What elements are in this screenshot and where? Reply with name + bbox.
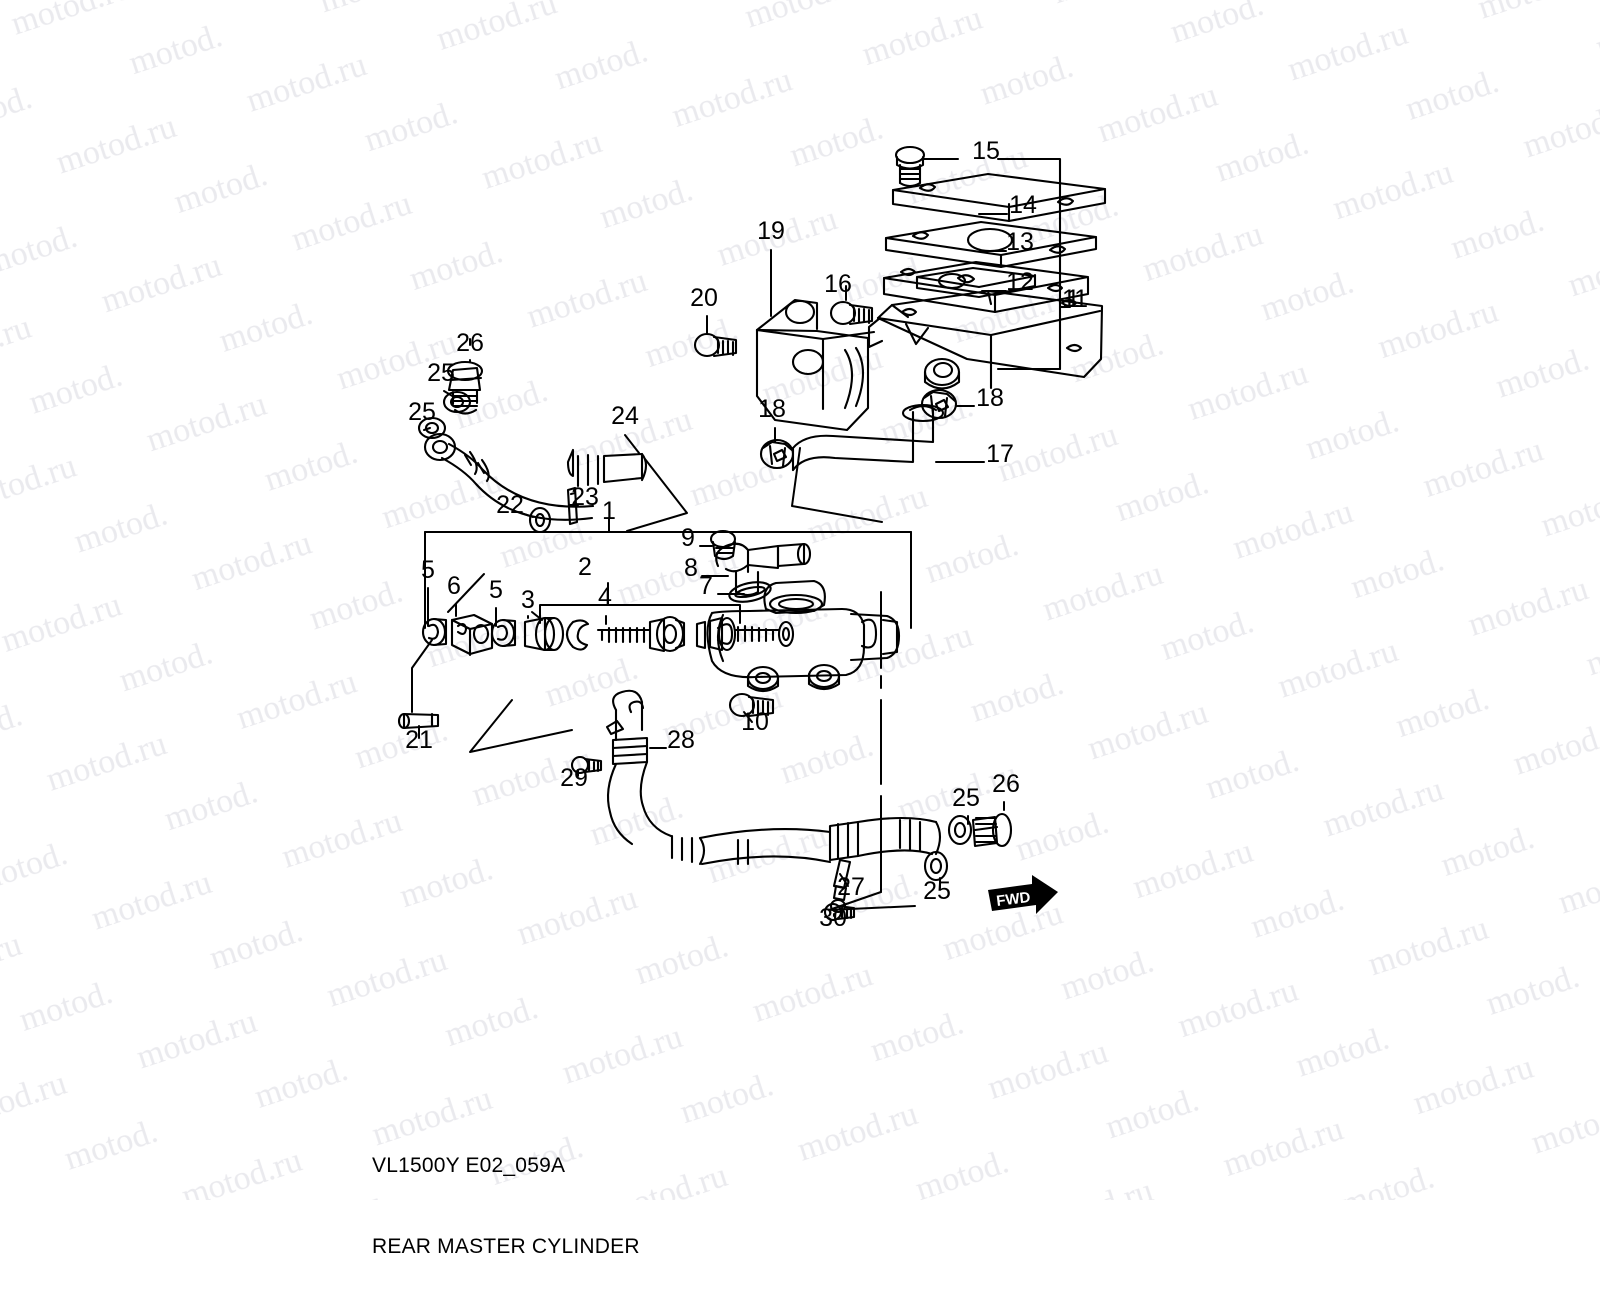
callout-number-6-7: 6 bbox=[447, 572, 461, 600]
callout-number-22-24: 22 bbox=[496, 491, 524, 519]
callout-number-30-36: 30 bbox=[819, 904, 847, 932]
part-cap-screw-15 bbox=[894, 145, 926, 188]
callout-number-27-33: 27 bbox=[837, 873, 865, 901]
callout-number-25-28: 25 bbox=[408, 398, 436, 426]
part-washer-22 bbox=[528, 506, 552, 534]
diagram-caption: VL1500Y E02_059A REAR MASTER CYLINDER bbox=[372, 1098, 640, 1314]
callout-number-26-31: 26 bbox=[456, 329, 484, 357]
callout-number-3-3: 3 bbox=[521, 586, 535, 614]
part-master-cylinder-body-1 bbox=[706, 579, 901, 693]
caption-code: VL1500Y E02_059A bbox=[372, 1154, 566, 1177]
callout-number-20-22: 20 bbox=[690, 284, 718, 312]
part-bushing-5-a bbox=[421, 617, 448, 647]
callout-number-23-25: 23 bbox=[571, 483, 599, 511]
callout-number-16-17: 16 bbox=[824, 270, 852, 298]
part-diaphragm-12 bbox=[882, 260, 1090, 314]
callout-number-21-23: 21 bbox=[405, 726, 433, 754]
callout-number-24-26: 24 bbox=[611, 402, 639, 430]
part-hose-clamp-18-lower bbox=[759, 438, 795, 470]
callout-number-11-12: 11 bbox=[1062, 285, 1088, 313]
callout-number-19-21: 19 bbox=[757, 217, 785, 245]
part-circlip bbox=[565, 619, 590, 651]
callout-number-25-29: 25 bbox=[952, 784, 980, 812]
caption-title: REAR MASTER CYLINDER bbox=[372, 1235, 640, 1258]
callout-number-29-35: 29 bbox=[560, 764, 588, 792]
part-reservoir-hose-17 bbox=[791, 403, 945, 472]
callout-number-13-14: 13 bbox=[1006, 228, 1034, 256]
part-piston-4 bbox=[596, 615, 686, 653]
part-piston-seal-group bbox=[695, 616, 795, 652]
callout-number-17-18: 17 bbox=[986, 440, 1014, 468]
callout-number-7-8: 7 bbox=[699, 572, 713, 600]
callout-number-25-30: 25 bbox=[923, 877, 951, 905]
callout-number-1-1: 1 bbox=[602, 497, 616, 525]
callout-number-12-13: 12 bbox=[1006, 268, 1034, 296]
callout-number-25-27: 25 bbox=[427, 359, 455, 387]
callout-number-8-9: 8 bbox=[684, 554, 698, 582]
callout-number-18-20: 18 bbox=[758, 395, 786, 423]
callout-number-5-6: 5 bbox=[489, 576, 503, 604]
callout-number-28-34: 28 bbox=[667, 726, 695, 754]
part-hose-clamp-18-upper bbox=[920, 388, 958, 420]
callout-number-15-16: 15 bbox=[972, 137, 1000, 165]
part-banjo-bolt-26-lower bbox=[971, 812, 1013, 848]
callout-number-5-5: 5 bbox=[421, 556, 435, 584]
svg-text:FWD: FWD bbox=[995, 889, 1031, 910]
parts-artwork: FWD 112345567891011121314151617181819202… bbox=[397, 137, 1107, 932]
callout-number-26-32: 26 bbox=[992, 770, 1020, 798]
part-dust-boot-3 bbox=[523, 616, 565, 652]
callout-number-4-4: 4 bbox=[598, 583, 612, 611]
callout-number-2-2: 2 bbox=[578, 553, 592, 581]
callout-number-14-15: 14 bbox=[1009, 191, 1037, 219]
part-clevis-joint-6 bbox=[450, 613, 494, 657]
part-gasket-plate-13 bbox=[884, 220, 1098, 269]
part-guard-bolt-16 bbox=[829, 300, 874, 326]
part-guard-bolt-20 bbox=[693, 332, 738, 358]
callout-number-9-10: 9 bbox=[681, 524, 695, 552]
part-seal-washer-25-d bbox=[923, 850, 949, 882]
diagram-page: motod.ru motod.ru bbox=[0, 0, 1600, 1258]
callout-number-10-11: 10 bbox=[741, 708, 769, 736]
part-joint-screw-9 bbox=[709, 529, 737, 561]
fwd-marker: FWD bbox=[988, 875, 1058, 914]
part-lower-hose bbox=[605, 689, 942, 914]
callout-number-18-19: 18 bbox=[976, 384, 1004, 412]
